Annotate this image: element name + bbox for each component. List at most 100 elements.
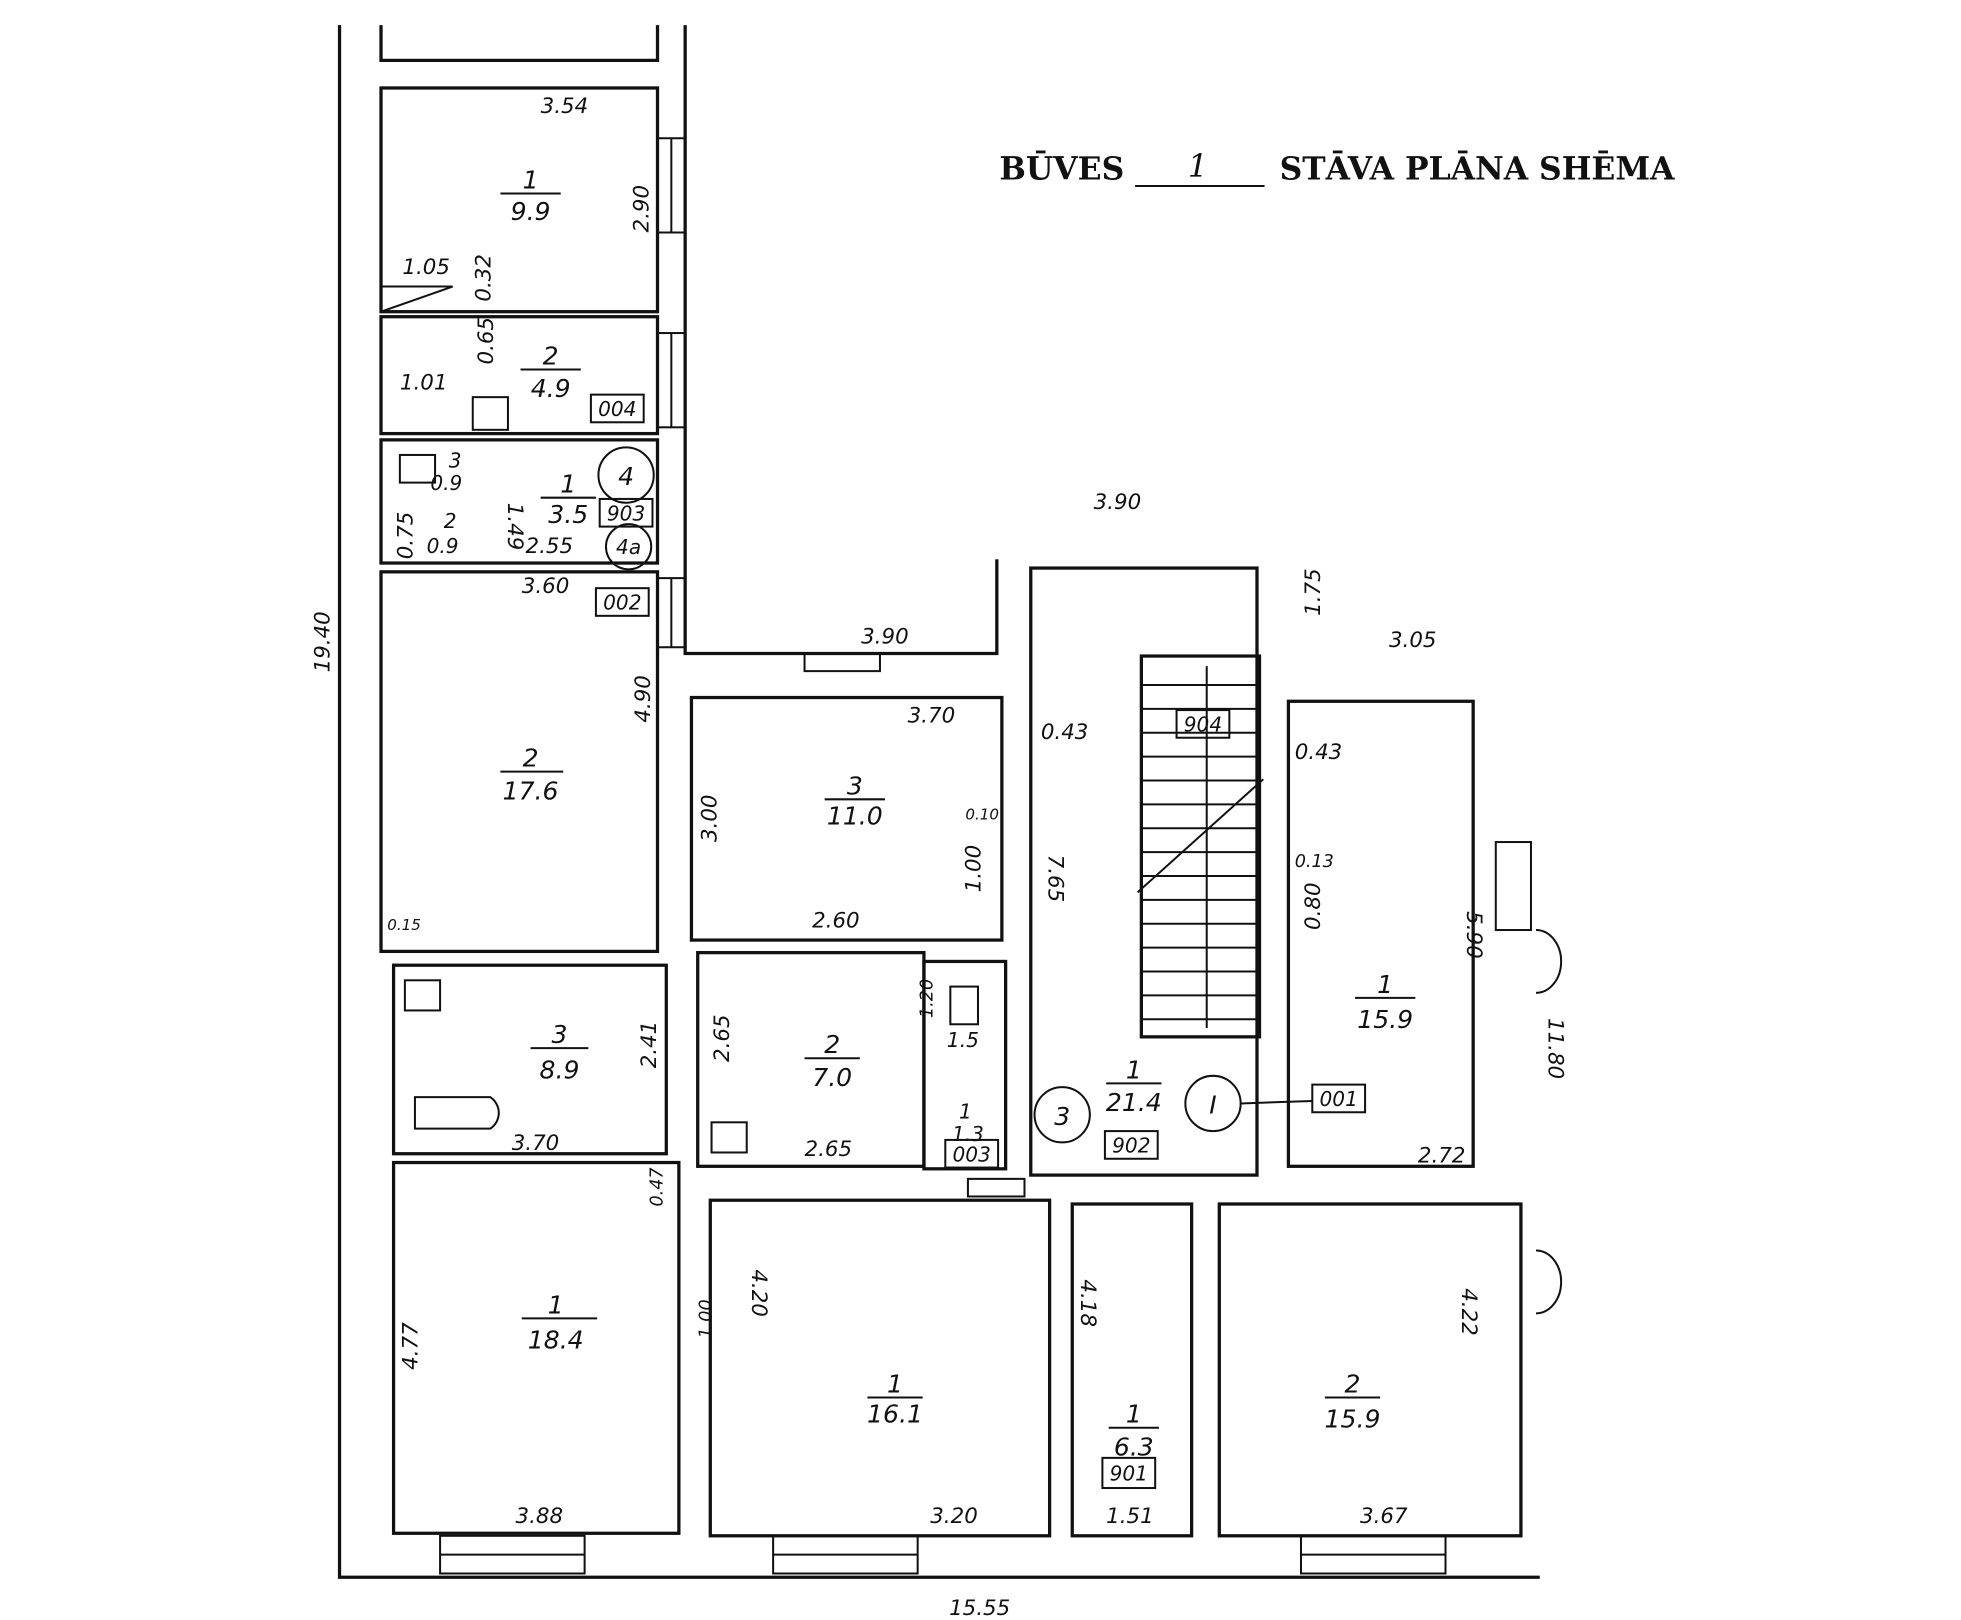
- svg-text:9.9: 9.9: [511, 197, 551, 226]
- dimension: 1.20: [918, 979, 938, 1018]
- svg-text:2: 2: [1345, 1370, 1361, 1399]
- svg-text:0.9: 0.9: [427, 534, 459, 558]
- svg-text:1: 1: [523, 166, 539, 195]
- dimension: 3.60: [522, 574, 570, 599]
- dimension: 4.18: [1075, 1279, 1100, 1327]
- dimension: 1.51: [1106, 1504, 1154, 1529]
- room-label: 215.9: [1325, 1370, 1381, 1434]
- svg-text:002: 002: [603, 591, 641, 615]
- svg-text:3: 3: [551, 1020, 567, 1049]
- room-tag: 902: [1103, 1130, 1159, 1160]
- dimension: 19.40: [310, 611, 335, 672]
- dimension: 0.43: [1295, 740, 1343, 765]
- dimension: 2.41: [637, 1021, 662, 1069]
- svg-text:2: 2: [523, 744, 539, 773]
- room-label: 27.0: [804, 1030, 860, 1092]
- dimension: 1.00: [697, 1299, 717, 1338]
- room-label: 19.9: [500, 166, 561, 226]
- svg-text:1: 1: [959, 1100, 972, 1124]
- dimension: 3.05: [1389, 628, 1437, 653]
- dimension: 0.32: [471, 254, 496, 302]
- dimension: 0.10: [965, 805, 999, 823]
- room-label: 38.9: [530, 1020, 589, 1084]
- dimension: 15.55: [949, 1596, 1010, 1620]
- dimension: 3.70: [512, 1131, 560, 1156]
- dimension: 0.47: [648, 1167, 668, 1207]
- circle-markers: 4 4a 3 I: [597, 446, 1313, 1144]
- circle-marker: I: [1209, 1091, 1216, 1120]
- room-tag: 002: [594, 587, 650, 617]
- room-tag: 001: [1311, 1083, 1367, 1114]
- dimension: 2.65: [805, 1137, 853, 1162]
- plan-title: BŪVES 1 STĀVA PLĀNA SHĒMA: [999, 149, 1675, 188]
- dimension: 1.49: [502, 503, 527, 551]
- room-label: 1.5: [947, 1028, 979, 1052]
- dimension: 3.90: [1094, 490, 1142, 515]
- stove-icon-3: [710, 1121, 748, 1154]
- staircase: [1136, 654, 1264, 1039]
- room-label: 30.9: [430, 449, 462, 496]
- room-tags: 004 903 002 904 001 003 902 901: [589, 393, 1367, 1490]
- room-tag: 901: [1101, 1456, 1157, 1490]
- bathtub-icon: [413, 1096, 500, 1130]
- svg-text:3: 3: [449, 449, 462, 473]
- dimension: 5.90: [1461, 911, 1486, 959]
- room-label: 24.9: [520, 341, 581, 403]
- dimension: 11.80: [1543, 1018, 1568, 1079]
- svg-text:1: 1: [1126, 1400, 1142, 1429]
- room-label: 121.4: [1106, 1055, 1162, 1117]
- windows: [439, 137, 1563, 1575]
- svg-text:8.9: 8.9: [539, 1055, 579, 1084]
- svg-text:1: 1: [548, 1290, 564, 1319]
- dimension: 3.20: [930, 1504, 978, 1529]
- circle-marker: 4: [618, 462, 634, 491]
- svg-text:2: 2: [444, 509, 457, 533]
- svg-text:901: 901: [1110, 1461, 1148, 1485]
- room-label: 118.4: [521, 1290, 598, 1355]
- room-tag: 003: [944, 1138, 1000, 1169]
- svg-text:16.1: 16.1: [867, 1400, 923, 1429]
- room-label: 11.3: [952, 1100, 984, 1147]
- toilet-icon: [398, 453, 437, 484]
- dimension: 0.43: [1041, 720, 1089, 745]
- toilet-icon-2: [949, 985, 979, 1026]
- dimension: 2.60: [812, 909, 860, 934]
- dimension: 1.05: [402, 255, 450, 280]
- dimension: 1.01: [400, 371, 448, 396]
- svg-text:903: 903: [607, 501, 645, 525]
- dimension: 2.90: [630, 185, 655, 233]
- svg-text:1.3: 1.3: [952, 1122, 984, 1146]
- svg-text:7.0: 7.0: [812, 1063, 852, 1092]
- room-label: 116.1: [867, 1370, 923, 1429]
- svg-text:004: 004: [598, 397, 636, 421]
- dimension: 3.67: [1360, 1504, 1408, 1529]
- svg-text:1: 1: [1126, 1055, 1142, 1084]
- circle-marker: 3: [1054, 1102, 1070, 1131]
- stove-icon: [471, 396, 509, 431]
- svg-text:18.4: 18.4: [528, 1326, 584, 1355]
- svg-text:11.0: 11.0: [827, 801, 883, 830]
- dimension: 4.22: [1456, 1288, 1481, 1336]
- dimension: 0.80: [1301, 882, 1326, 930]
- svg-text:1: 1: [560, 470, 576, 499]
- dimension: 1.00: [962, 845, 987, 893]
- stove-icon-2: [403, 979, 442, 1012]
- dimension: 4.90: [631, 675, 656, 723]
- svg-text:904: 904: [1184, 712, 1222, 736]
- room-label: 20.9: [427, 509, 459, 558]
- title-suffix: STĀVA PLĀNA SHĒMA: [1280, 151, 1675, 188]
- svg-text:15.9: 15.9: [1325, 1405, 1381, 1434]
- dimension: 3.00: [698, 794, 723, 842]
- dimension: 7.65: [1042, 855, 1067, 903]
- svg-text:2: 2: [543, 341, 559, 370]
- svg-text:3: 3: [847, 771, 863, 800]
- walls: [337, 25, 1540, 1579]
- dimension: 4.20: [746, 1269, 771, 1317]
- room-label: 311.0: [824, 771, 885, 830]
- room-tag: 904: [1175, 709, 1231, 739]
- svg-text:0.9: 0.9: [430, 471, 462, 495]
- room-label: 13.5: [540, 470, 596, 529]
- dimensions: 19.40 15.55 3.54 2.90 1.05 0.32 0.65 1.0…: [310, 94, 1567, 1620]
- dimension: 2.72: [1418, 1144, 1466, 1169]
